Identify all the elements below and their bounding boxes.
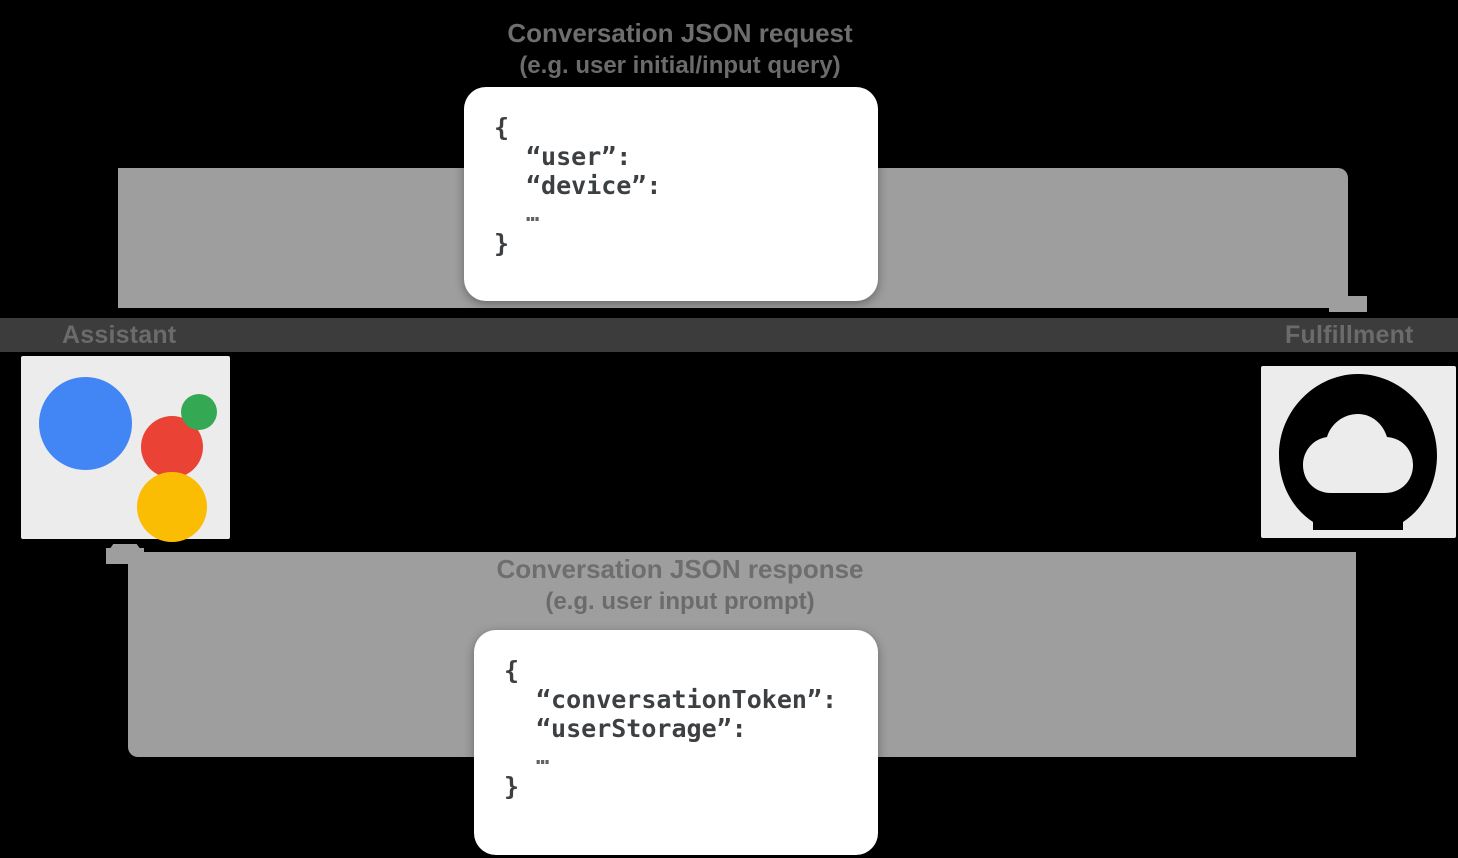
- response-json-card: { “conversationToken”: “userStorage”: … …: [474, 630, 878, 855]
- fulfillment-icon-tile: [1261, 366, 1456, 538]
- request-caption-subtitle: (e.g. user initial/input query): [519, 52, 841, 79]
- fulfillment-node-label: Fulfillment: [1285, 321, 1414, 349]
- json-open-brace: {: [504, 656, 520, 685]
- google-cloud-icon: [1279, 374, 1437, 530]
- assistant-dot-blue-icon: [39, 377, 132, 470]
- node-lane-rule: [0, 318, 1458, 352]
- response-caption-title: Conversation JSON response: [496, 554, 864, 584]
- json-key-user: “user”:: [526, 142, 632, 171]
- assistant-icon-tile: [21, 356, 230, 542]
- request-caption: Conversation JSON request (e.g. user ini…: [380, 18, 980, 81]
- json-key-conversation-token: “conversationToken”:: [536, 685, 838, 714]
- request-caption-title: Conversation JSON request: [507, 18, 853, 48]
- json-key-device: “device”:: [526, 171, 662, 200]
- request-json-card: { “user”: “device”: … }: [464, 87, 878, 301]
- json-open-brace: {: [494, 113, 510, 142]
- assistant-dot-yellow-icon: [137, 472, 207, 542]
- json-close-brace: }: [494, 229, 510, 258]
- assistant-dot-green-icon: [181, 394, 217, 430]
- assistant-node-label: Assistant: [62, 321, 177, 349]
- json-ellipsis: …: [536, 745, 550, 770]
- response-caption-subtitle: (e.g. user input prompt): [545, 588, 815, 615]
- response-caption: Conversation JSON response (e.g. user in…: [380, 554, 980, 617]
- json-close-brace: }: [504, 772, 520, 801]
- json-key-user-storage: “userStorage”:: [536, 714, 747, 743]
- json-ellipsis: …: [526, 202, 540, 227]
